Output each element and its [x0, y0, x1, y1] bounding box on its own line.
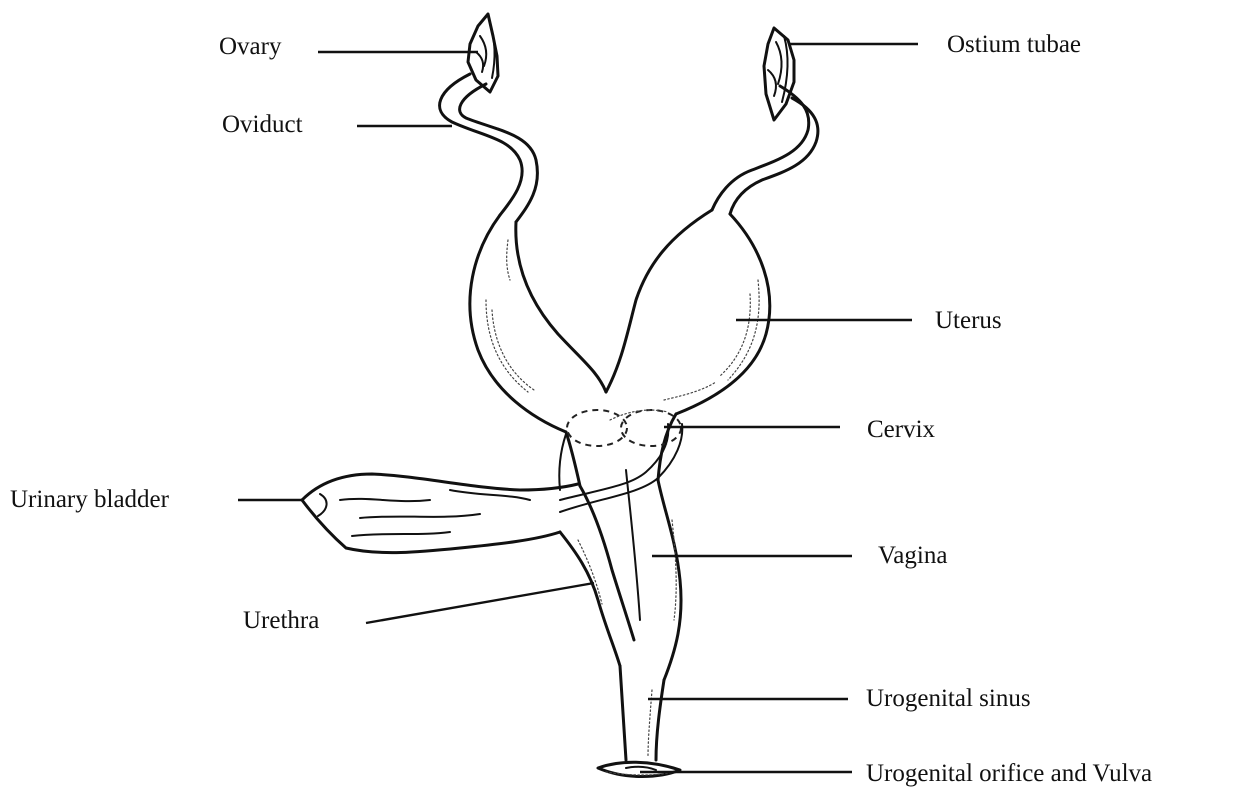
label-ostium-tubae: Ostium tubae: [947, 32, 1081, 57]
label-oviduct: Oviduct: [222, 112, 303, 137]
label-urinary-bladder: Urinary bladder: [10, 487, 169, 512]
label-cervix: Cervix: [867, 417, 935, 442]
left-uterine-horn: [470, 215, 606, 432]
label-urogenital-sinus: Urogenital sinus: [866, 686, 1031, 711]
urinary-bladder: [302, 474, 578, 553]
label-urogenital-orifice: Urogenital orifice and Vulva: [866, 761, 1152, 786]
vulva: [598, 762, 680, 776]
label-vagina: Vagina: [878, 543, 947, 568]
label-uterus: Uterus: [935, 308, 1002, 333]
urogenital-sinus: [620, 666, 664, 760]
vagina: [626, 470, 681, 680]
leader-urethra: [366, 583, 594, 623]
urethra: [560, 486, 634, 666]
right-ovary: [764, 28, 794, 120]
right-uterine-horn: [606, 210, 770, 414]
leader-lines: [238, 44, 918, 772]
right-oviduct: [712, 86, 818, 214]
left-oviduct: [440, 74, 538, 222]
label-urethra: Urethra: [243, 608, 319, 633]
label-ovary: Ovary: [219, 34, 281, 59]
